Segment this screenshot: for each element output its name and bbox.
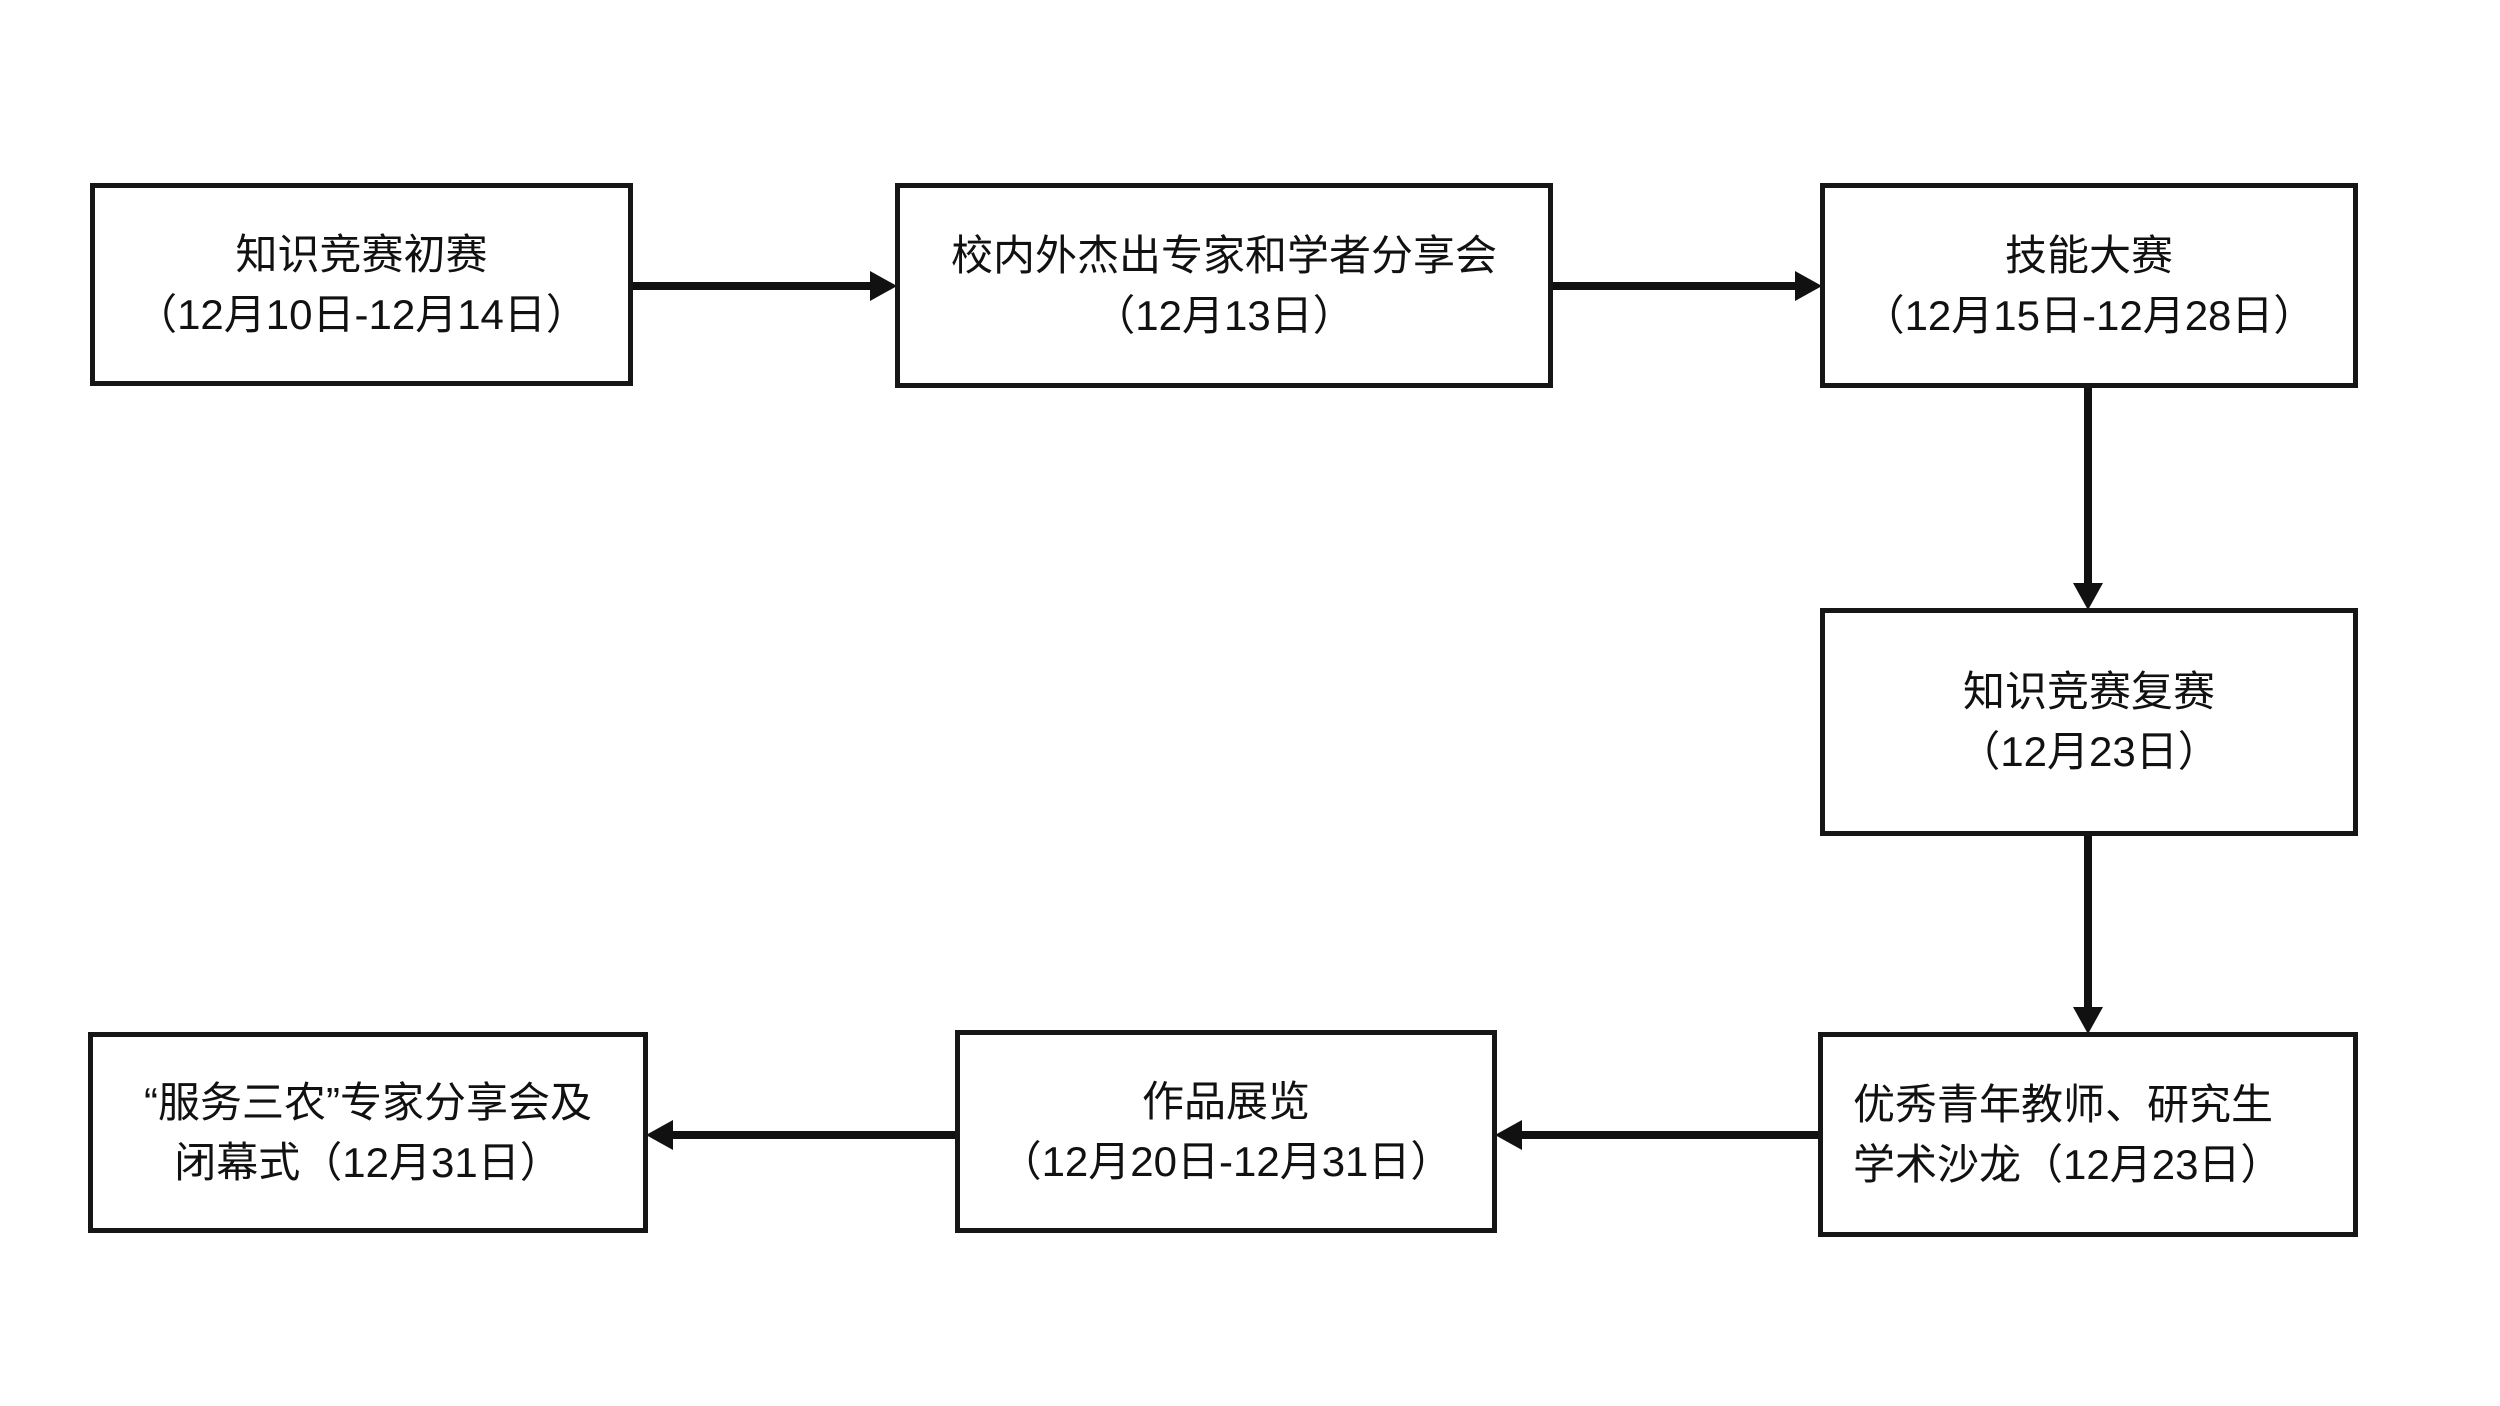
box-title-line-2: 学术沙龙（12月23日） <box>1853 1140 2283 1188</box>
flow-box-experts-scholars-sharing: 校内外杰出专家和学者分享会 （12月13日） <box>895 183 1553 388</box>
box-title-line-2: 闭幕式（12月31日） <box>174 1138 562 1186</box>
box-date: （12月23日） <box>1958 728 2220 775</box>
box-date: （12月10日-12月14日） <box>135 290 588 338</box>
flow-box-knowledge-contest-preliminary: 知识竞赛初赛 （12月10日-12月14日） <box>90 183 633 386</box>
box-date: （12月13日） <box>1093 291 1355 339</box>
flow-box-sannong-experts-closing: “服务三农”专家分享会及 闭幕式（12月31日） <box>88 1032 648 1233</box>
arrow-salon-to-exhibition <box>1495 1120 1818 1150</box>
box-date: （12月20日-12月31日） <box>999 1137 1453 1185</box>
arrow-skills-to-rematch <box>2073 388 2103 610</box>
arrow-exhibition-to-closing <box>646 1120 955 1150</box>
box-date: （12月15日-12月28日） <box>1862 291 2316 339</box>
box-title: 技能大赛 <box>2004 231 2173 279</box>
box-title: 知识竞赛复赛 <box>1962 668 2215 715</box>
box-title-line-1: “服务三农”专家分享会及 <box>144 1078 592 1126</box>
arrow-rematch-to-salon <box>2073 836 2103 1034</box>
flow-box-knowledge-contest-rematch: 知识竞赛复赛 （12月23日） <box>1820 608 2358 836</box>
flow-box-teachers-postgraduates-salon: 优秀青年教师、研究生 学术沙龙（12月23日） <box>1818 1032 2358 1237</box>
arrow-sharing-to-skills <box>1553 271 1822 301</box>
box-title: 校内外杰出专家和学者分享会 <box>950 231 1497 279</box>
box-title: 作品展览 <box>1141 1077 1310 1125</box>
arrow-preliminary-to-sharing <box>633 271 897 301</box>
flow-box-works-exhibition: 作品展览 （12月20日-12月31日） <box>955 1030 1497 1233</box>
box-title: 知识竞赛初赛 <box>235 230 488 278</box>
box-title-line-1: 优秀青年教师、研究生 <box>1853 1080 2274 1128</box>
flow-box-skills-competition: 技能大赛 （12月15日-12月28日） <box>1820 183 2358 388</box>
